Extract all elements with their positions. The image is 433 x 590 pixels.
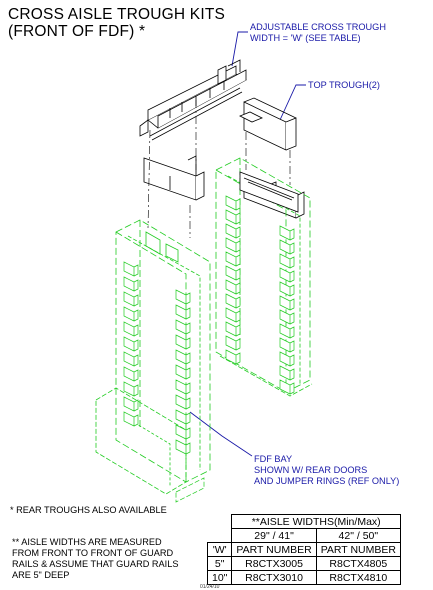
- jumper-ring: [279, 365, 295, 381]
- jumper-ring: [225, 293, 241, 309]
- jumper-ring: [279, 337, 295, 353]
- part-number-cell: R8CTX4810: [315, 570, 401, 585]
- jumper-ring: [279, 323, 295, 339]
- jumper-ring: [279, 267, 295, 283]
- jumper-ring: [175, 424, 191, 440]
- part-number-cell: R8CTX3010: [231, 570, 317, 585]
- jumper-ring: [123, 366, 139, 382]
- jumper-ring: [175, 409, 191, 425]
- jumper-ring: [175, 304, 191, 320]
- jumper-ring: [279, 225, 295, 241]
- construction-lines: [147, 100, 291, 238]
- jumper-ring: [225, 321, 241, 337]
- jumper-ring: [123, 291, 139, 307]
- jumper-ring: [279, 309, 295, 325]
- jumper-ring: [225, 223, 241, 239]
- right-bay-trough: [239, 171, 299, 213]
- fdf-callout-line-2: SHOWN W/ REAR DOORS: [254, 465, 368, 475]
- base-rails: [175, 477, 205, 503]
- adjustable-leader: [231, 31, 248, 67]
- jumper-ring: [225, 195, 241, 211]
- date-stamp: 01/24/10: [200, 584, 220, 590]
- leader-lines: [189, 31, 306, 457]
- jumper-ring: [123, 306, 139, 322]
- part-number-label-cell: PART NUMBER: [315, 542, 401, 557]
- drawing-title: CROSS AISLE TROUGH KITS (FRONT OF FDF) *: [8, 6, 225, 40]
- table-header: **AISLE WIDTHS(Min/Max): [231, 514, 401, 529]
- jumper-ring: [225, 279, 241, 295]
- table-row: 5" R8CTX3005 R8CTX4805: [206, 556, 401, 571]
- jumper-rings-right: [225, 195, 295, 395]
- fdf-bay-callout: FDF BAY SHOWN W/ REAR DOORS AND JUMPER R…: [254, 454, 399, 487]
- table-label-row: 'W' PART NUMBER PART NUMBER: [206, 542, 401, 557]
- jumper-ring: [225, 237, 241, 253]
- range-cell: 29" / 41": [231, 528, 317, 543]
- jumper-rings-left: [123, 261, 191, 455]
- top-trough-leader: [279, 84, 306, 121]
- jumper-ring: [225, 349, 241, 365]
- jumper-ring: [225, 265, 241, 281]
- jumper-ring: [175, 334, 191, 350]
- jumper-ring: [175, 364, 191, 380]
- jumper-ring: [123, 336, 139, 352]
- adjustable-cross-trough: [139, 59, 247, 141]
- jumper-ring: [123, 321, 139, 337]
- jumper-ring: [175, 349, 191, 365]
- adjustable-callout-line-2: WIDTH = 'W' (SEE TABLE): [250, 33, 361, 43]
- jumper-ring: [225, 307, 241, 323]
- aisle-note-line-3: RAILS & ASSUME THAT GUARD RAILS: [12, 559, 179, 569]
- part-number-cell: R8CTX4805: [315, 556, 401, 571]
- jumper-ring: [279, 351, 295, 367]
- w-value-cell: 5": [206, 556, 233, 571]
- w-label-cell: 'W': [206, 542, 233, 557]
- jumper-ring: [123, 411, 139, 427]
- jumper-ring: [123, 381, 139, 397]
- jumper-ring: [123, 276, 139, 292]
- jumper-ring: [279, 379, 295, 395]
- fdf-callout-line-3: AND JUMPER RINGS (REF ONLY): [254, 476, 400, 486]
- rear-troughs-note: * REAR TROUGHS ALSO AVAILABLE: [10, 505, 167, 515]
- jumper-ring: [279, 253, 295, 269]
- fdf-leader: [189, 411, 253, 457]
- aisle-note-line-1: ** AISLE WIDTHS ARE MEASURED: [12, 537, 162, 547]
- jumper-ring: [279, 281, 295, 297]
- part-number-cell: R8CTX3005: [231, 556, 317, 571]
- jumper-ring: [123, 396, 139, 412]
- w-value-cell: 10": [206, 570, 233, 585]
- range-cell: 42" / 50": [315, 528, 401, 543]
- jumper-ring: [175, 379, 191, 395]
- jumper-ring: [123, 261, 139, 277]
- adjustable-trough-callout: ADJUSTABLE CROSS TROUGH WIDTH = 'W' (SEE…: [250, 22, 386, 44]
- title-line-2: (FRONT OF FDF) *: [8, 23, 146, 40]
- part-number-table: **AISLE WIDTHS(Min/Max) 29" / 41" 42" / …: [206, 514, 401, 585]
- jumper-ring: [225, 209, 241, 225]
- top-trough-callout: TOP TROUGH(2): [308, 80, 380, 90]
- table-row: 10" R8CTX3010 R8CTX4810: [206, 570, 401, 585]
- aisle-note-line-4: ARE 5" DEEP: [12, 570, 70, 580]
- part-number-label-cell: PART NUMBER: [231, 542, 317, 557]
- jumper-ring: [279, 239, 295, 255]
- fdf-callout-line-1: FDF BAY: [254, 454, 293, 464]
- jumper-ring: [175, 394, 191, 410]
- aisle-widths-note: ** AISLE WIDTHS ARE MEASURED FROM FRONT …: [12, 537, 178, 581]
- jumper-ring: [175, 439, 191, 455]
- jumper-ring: [225, 335, 241, 351]
- jumper-ring: [123, 351, 139, 367]
- jumper-ring: [175, 289, 191, 305]
- jumper-ring: [279, 295, 295, 311]
- adjustable-callout-line-1: ADJUSTABLE CROSS TROUGH: [250, 22, 386, 32]
- aisle-note-line-2: FROM FRONT TO FRONT OF GUARD: [12, 548, 174, 558]
- left-trough: [143, 155, 205, 201]
- title-line-1: CROSS AISLE TROUGH KITS: [8, 6, 226, 23]
- fdf-bay-left: [95, 219, 211, 495]
- table-range-row: 29" / 41" 42" / 50": [208, 528, 401, 543]
- jumper-ring: [225, 251, 241, 267]
- table-header-row: **AISLE WIDTHS(Min/Max): [208, 514, 401, 529]
- jumper-ring: [175, 319, 191, 335]
